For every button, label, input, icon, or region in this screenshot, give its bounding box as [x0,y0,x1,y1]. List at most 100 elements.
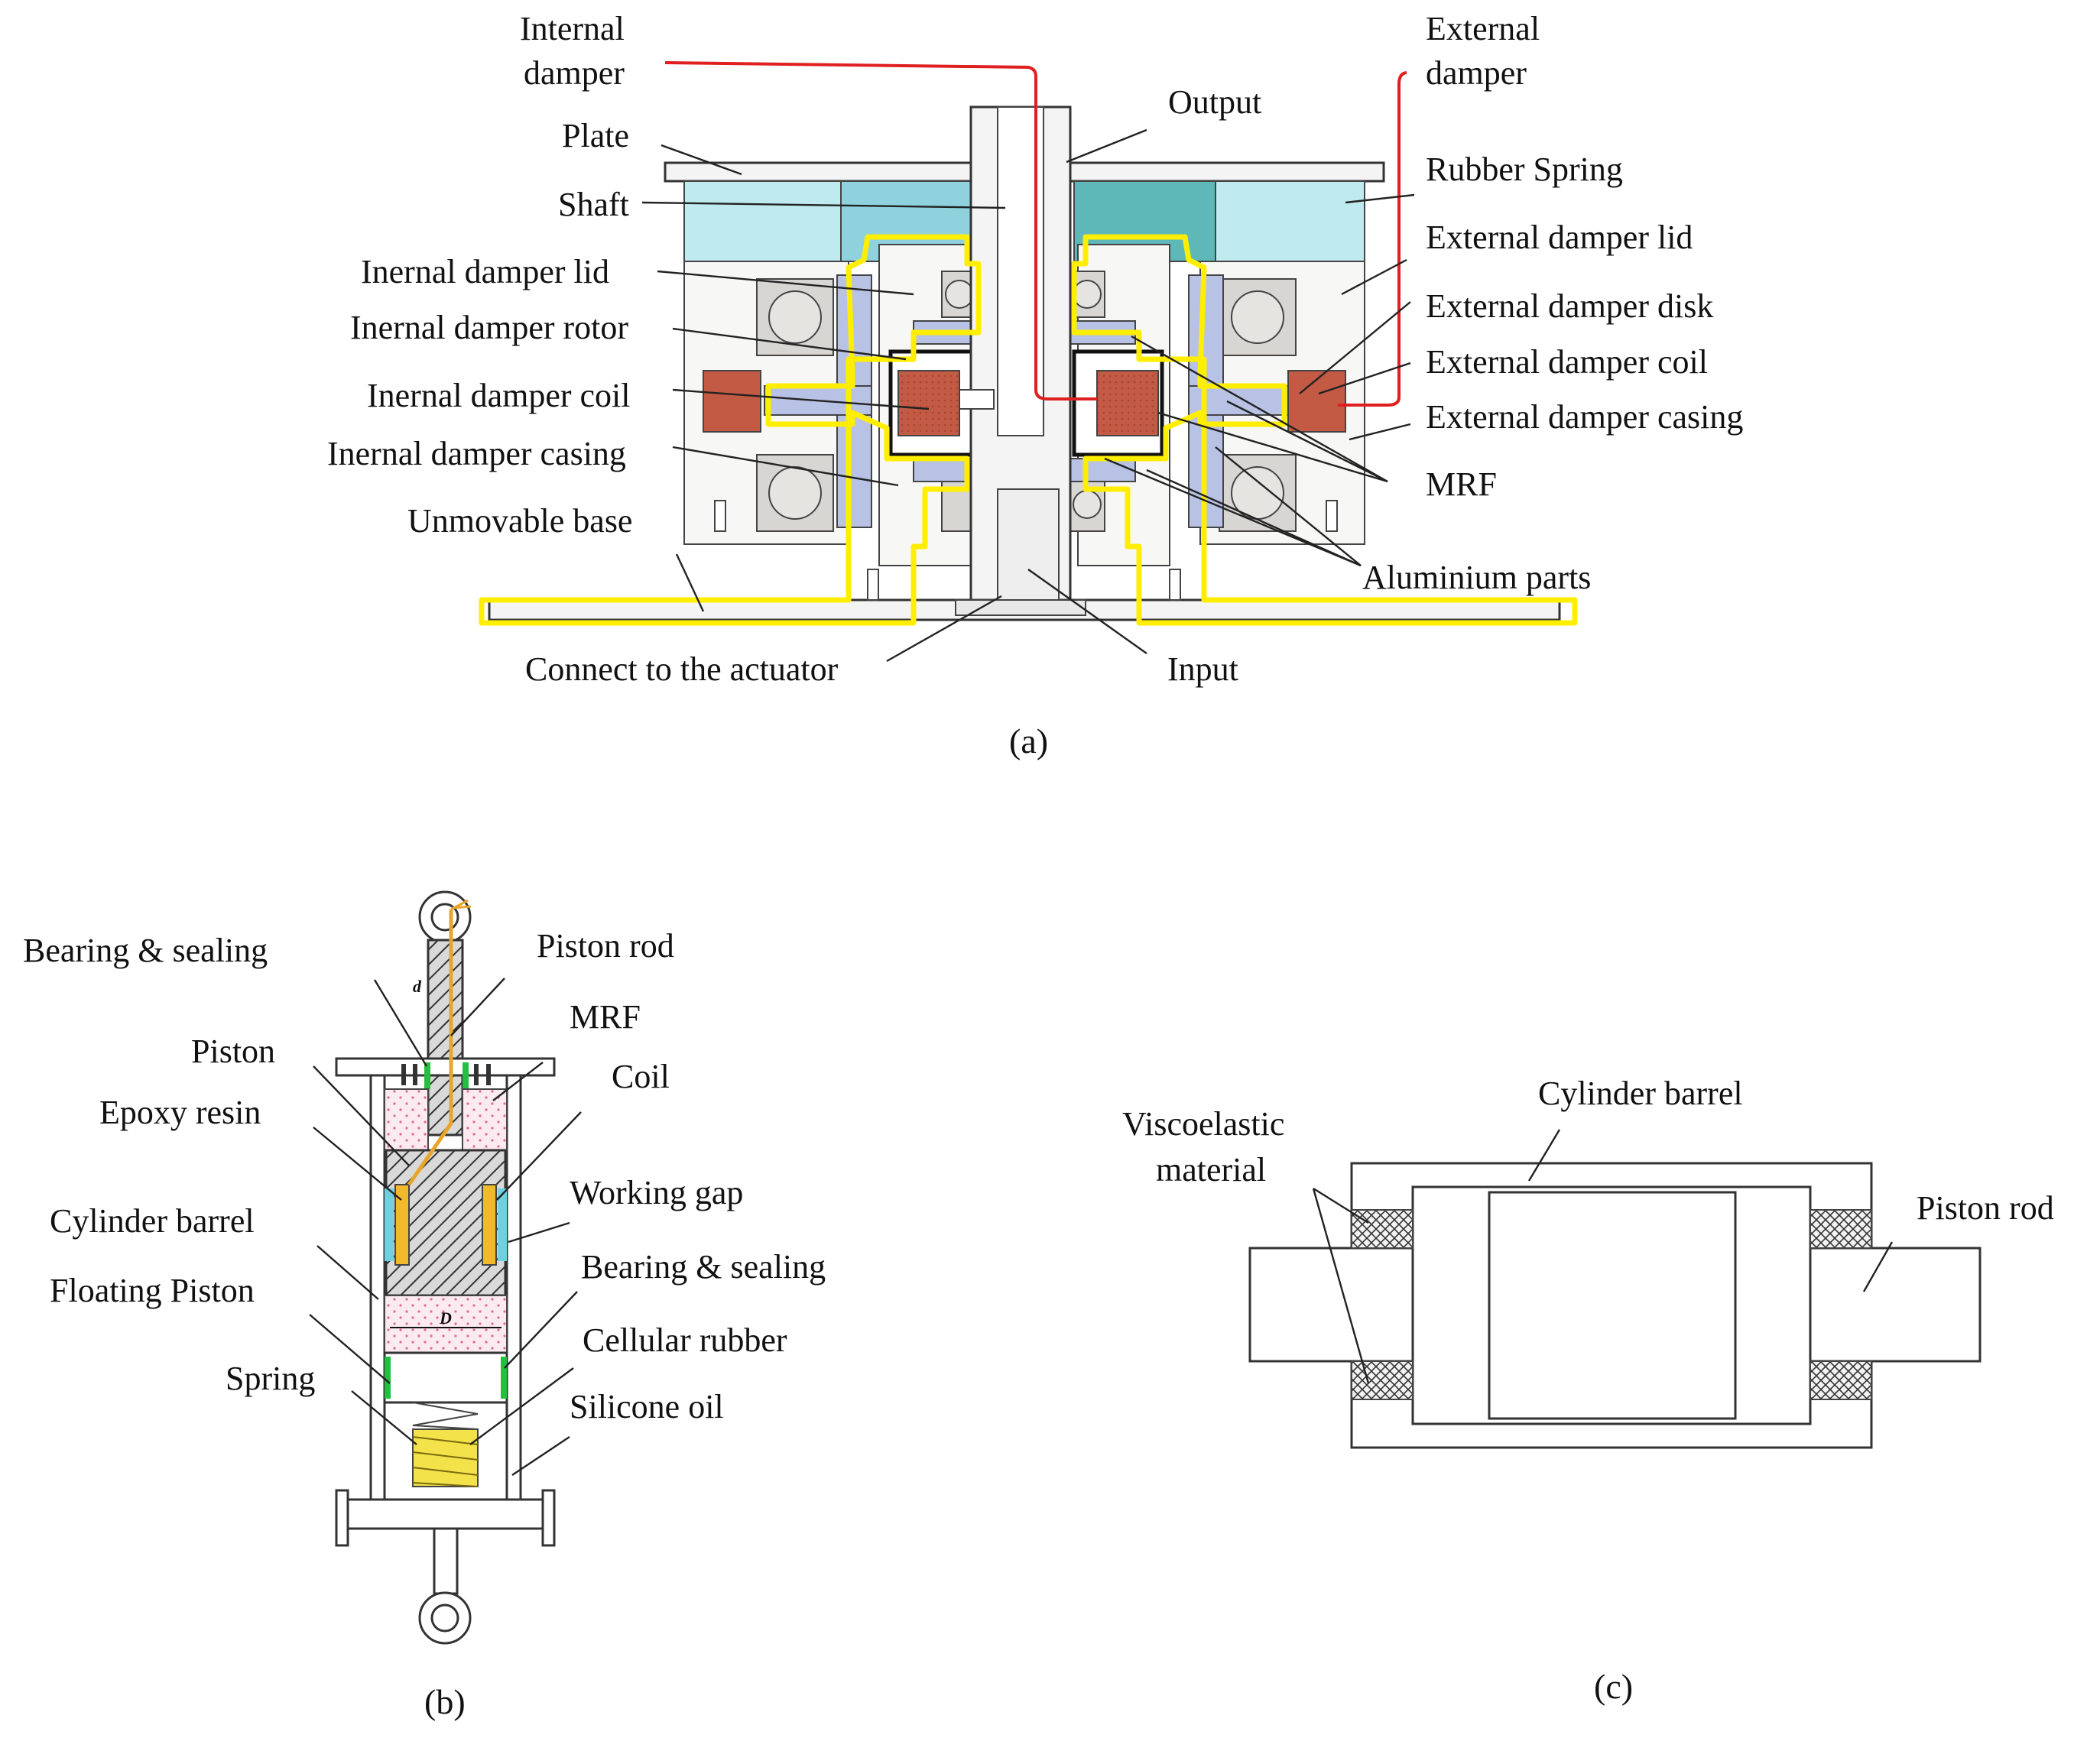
label-piston-rod-b: Piston rod [537,927,674,965]
bottom-eye-inner [430,1603,459,1633]
bottom-flange-left [335,1489,349,1547]
bottom-stem [433,1527,459,1595]
bottom-flange-right [541,1489,556,1547]
bolt-4 [486,1064,491,1085]
base-post-4 [1326,500,1338,532]
figure-c: Viscoelastic material Cylinder barrel Pi… [1122,1075,2054,1706]
base-post-1 [867,569,879,601]
figure-a: Internal damper Plate Shaft Inernal damp… [327,10,1743,760]
leaders-b [309,978,582,1476]
label-aluminium: Aluminium parts [1362,559,1591,596]
label-floating-piston: Floating Piston [50,1272,255,1309]
base-post-3 [714,500,726,532]
shaft-bottom [997,488,1060,601]
internal-coil-right [1096,370,1159,436]
label-viscoelastic-1: Viscoelastic [1122,1105,1284,1143]
label-dim-d: d [413,977,422,996]
label-working-gap: Working gap [570,1174,743,1211]
aluminium-outline-left [479,234,982,626]
seal-top-left [424,1062,430,1089]
working-gap-right [498,1188,507,1261]
coil-wire-end [450,899,472,911]
mrf-chamber-lower [384,1295,508,1354]
external-coil-left [703,370,761,433]
label-coil-b: Coil [612,1058,670,1095]
caption-b: (b) [424,1682,466,1721]
label-external-damper-2: damper [1426,54,1527,92]
label-output: Output [1168,83,1261,121]
label-spring: Spring [226,1360,315,1397]
figure-b: Bearing & sealing Piston rod MRF Piston … [23,890,826,1721]
label-dim-D: D [439,1308,452,1328]
label-cellular-rubber: Cellular rubber [583,1321,787,1359]
mrf-chamber-left [384,1088,429,1151]
label-internal-rotor: Inernal damper rotor [350,309,628,346]
floating-piston [383,1351,508,1404]
label-shaft: Shaft [558,186,629,223]
label-epoxy: Epoxy resin [99,1094,261,1131]
label-external-disk: External damper disk [1426,287,1713,325]
top-cap [335,1057,556,1077]
caption-a: (a) [1009,721,1048,760]
seal-float-left [385,1357,391,1399]
label-piston: Piston [191,1033,275,1070]
shaft-pin [959,389,995,410]
label-unmovable-base: Unmovable base [407,502,632,540]
input-hub [955,599,1086,616]
coil-wire [407,910,453,1186]
label-external-lid: External damper lid [1426,219,1693,256]
seal-top-right [463,1062,469,1089]
label-cylinder-barrel-c: Cylinder barrel [1538,1075,1743,1112]
viscoelastic-top-right [1810,1209,1872,1249]
wire-external [1338,71,1407,407]
label-mrf-a: MRF [1426,465,1497,503]
viscoelastic-top-left [1351,1209,1414,1249]
label-external-casing: External damper casing [1426,398,1743,436]
bearing-ext-right-top [1219,278,1297,356]
label-silicone-oil: Silicone oil [570,1388,724,1425]
coil-b-left [394,1184,410,1266]
bolt-2 [413,1064,417,1085]
label-viscoelastic-2: material [1156,1151,1266,1188]
label-internal-lid: Inernal damper lid [361,253,609,290]
bolt-1 [401,1064,406,1085]
caption-c: (c) [1594,1667,1633,1706]
label-connect: Connect to the actuator [525,650,839,688]
internal-coil-left [897,370,960,436]
piston-c [1488,1191,1737,1420]
label-mrf-b: MRF [570,998,641,1036]
label-internal-damper-2: damper [524,54,625,92]
cylinder-wall-right [505,1074,522,1501]
label-internal-coil: Inernal damper coil [367,377,631,414]
aluminium-outline-right [1071,234,1578,626]
bolt-3 [474,1064,479,1085]
viscoelastic-bottom-left [1351,1360,1414,1400]
label-plate: Plate [562,117,629,154]
piston-rod-b [427,939,464,1137]
label-external-damper-1: External [1426,10,1540,47]
viscoelastic-bottom-right [1810,1360,1872,1400]
label-input: Input [1167,650,1238,688]
label-internal-casing: Inernal damper casing [327,435,626,472]
label-bearing-sealing-bottom: Bearing & sealing [581,1248,826,1286]
coil-b-right [482,1184,497,1266]
bearing-ext-left-top [756,278,834,356]
label-internal-damper-1: Internal [520,10,625,47]
bearing-ext-right-bottom [1219,454,1297,532]
internal-lid-right-bottom [1069,458,1136,482]
label-external-coil: External damper coil [1426,343,1708,381]
seal-float-right [501,1357,507,1399]
label-rubber-spring: Rubber Spring [1426,151,1623,188]
bottom-cap [339,1498,552,1530]
label-cylinder-barrel-b: Cylinder barrel [50,1202,255,1240]
leaders-c [1312,1129,1894,1384]
label-piston-rod-c: Piston rod [1917,1189,2054,1227]
base-post-2 [1169,569,1181,601]
leaders-a [641,128,1415,663]
bearing-ext-left-bottom [756,454,834,532]
spring-b [412,1402,479,1487]
mrf-chamber-right [462,1088,508,1151]
wire-internal [664,61,1097,400]
working-gap-left [385,1188,394,1261]
